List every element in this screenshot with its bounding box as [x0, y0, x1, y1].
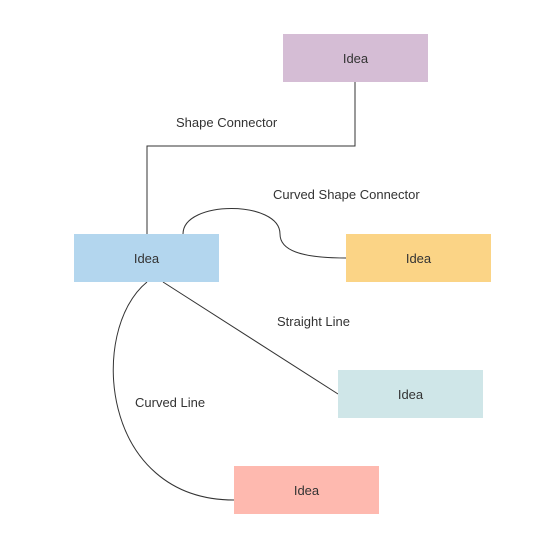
curved-shape-connector-label: Curved Shape Connector: [273, 187, 420, 202]
idea-node-right[interactable]: Idea: [346, 234, 491, 282]
curved-line-label: Curved Line: [135, 395, 206, 410]
shape-connector-line[interactable]: [146, 82, 356, 234]
idea-node-bottom-label: Idea: [293, 482, 320, 498]
idea-node-center[interactable]: Idea: [74, 234, 219, 282]
idea-node-bottom[interactable]: Idea: [234, 466, 379, 514]
straight-line[interactable]: [162, 281, 339, 395]
curved-shape-connector-line[interactable]: [182, 208, 347, 259]
idea-node-center-label: Idea: [133, 250, 160, 266]
idea-node-top[interactable]: Idea: [283, 34, 428, 82]
shape-connector-label: Shape Connector: [176, 115, 278, 130]
straight-line-label: Straight Line: [277, 314, 350, 329]
idea-node-lower-right-label: Idea: [397, 386, 424, 402]
idea-node-right-label: Idea: [405, 250, 432, 266]
idea-node-top-label: Idea: [342, 50, 369, 66]
curved-line[interactable]: [112, 281, 235, 501]
idea-node-lower-right[interactable]: Idea: [338, 370, 483, 418]
